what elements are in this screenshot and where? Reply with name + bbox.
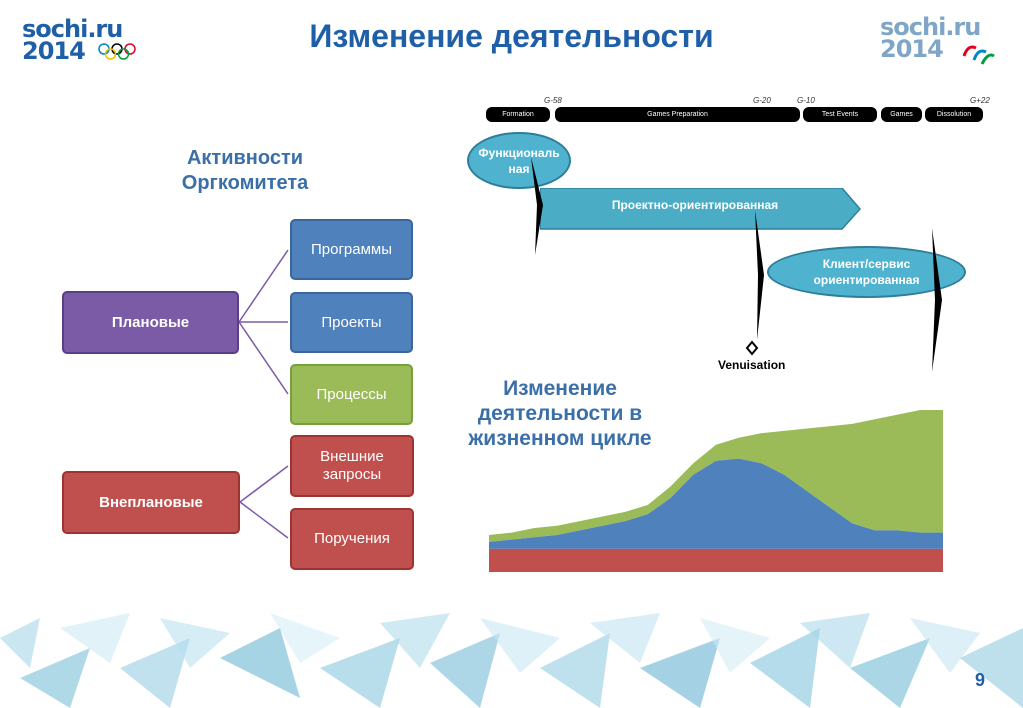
programs-box: Программы [290,219,413,280]
marker-g58: G-58 [544,96,562,105]
phase-games-preparation: Games Preparation [555,107,800,122]
phase-test-events: Test Events [803,107,877,122]
marker-g22: G+22 [970,96,990,105]
olympic-rings-icon [98,43,136,60]
logo-left-line2: 2014 [22,37,86,65]
logo-left-line1: sochi.ru [22,15,123,43]
planned-box: Плановые [62,291,239,354]
phase-games: Games [881,107,922,122]
venuisation-label: Venuisation [718,358,786,372]
phase-formation: Formation [486,107,550,122]
phase-dissolution: Dissolution [925,107,983,122]
project-stage-arrow [540,188,861,230]
lifecycle-area-chart [489,410,943,572]
marker-g10: G-10 [797,96,815,105]
area-series-projects [489,458,943,549]
page-number: 9 [975,670,986,690]
processes-box: Процессы [290,364,413,425]
page-title: Изменение деятельности [309,18,714,54]
paralympic-agitos-icon [962,45,995,65]
marker-g20: G-20 [753,96,771,105]
crystal-footer-pattern [0,608,1023,708]
lifecycle-label: Изменение деятельности в жизненном цикле [468,377,652,450]
functional-stage: Функциональ ная [467,132,571,189]
assignments-box: Поручения [290,508,414,570]
sochi-logo-right: sochi.ru 2014 [880,13,1000,68]
area-series-unplanned [489,548,943,572]
project-stage-label: Проектно-ориентированная [611,198,779,212]
logo-right-line1: sochi.ru [880,13,981,41]
projects-box: Проекты [290,292,413,353]
activities-title: Активности Оргкомитета [181,147,309,194]
unplanned-box: Внеплановые [62,471,240,534]
area-series-processes [489,410,943,542]
external-requests-box: Внешние запросы [290,435,414,497]
sochi-logo-left: sochi.ru 2014 [22,15,142,68]
client-service-stage: Клиент/сервис ориентированная [767,246,966,298]
logo-right-line2: 2014 [880,35,944,63]
